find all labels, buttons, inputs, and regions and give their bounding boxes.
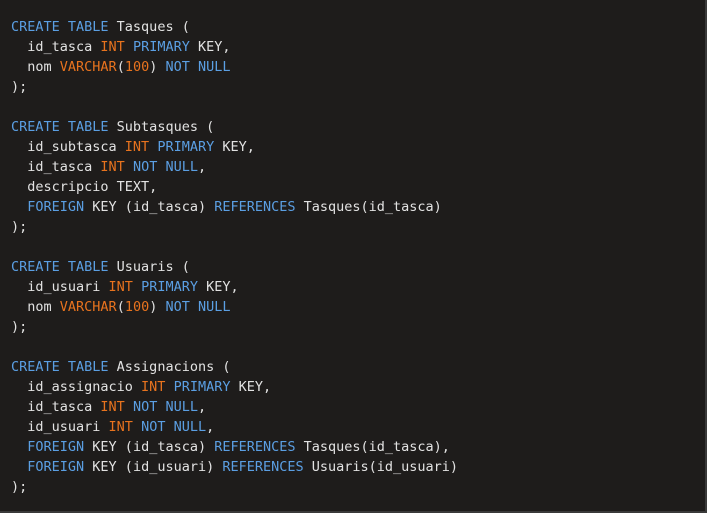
sql-type: VARCHAR (59, 299, 117, 315)
code-line: id_tasca INT NOT NULL, (11, 157, 705, 177)
sql-keyword: CREATE TABLE (11, 119, 109, 135)
code-text: id_assignacio (11, 379, 142, 395)
code-line: ); (11, 217, 705, 237)
code-text (11, 459, 27, 475)
code-text: id_tasca (11, 39, 101, 55)
code-text: KEY, (230, 379, 272, 395)
code-line: id_tasca INT PRIMARY KEY, (11, 37, 705, 57)
sql-type: INT (141, 379, 166, 395)
sql-keyword: CREATE TABLE (11, 259, 109, 275)
sql-type: INT (108, 279, 133, 295)
sql-type: INT (100, 159, 125, 175)
sql-type: INT (100, 39, 125, 55)
code-text: descripcio TEXT, (11, 179, 158, 195)
sql-keyword: NOT NULL (165, 59, 231, 75)
code-line: id_usuari INT PRIMARY KEY, (11, 277, 705, 297)
sql-keyword: CREATE TABLE (11, 359, 109, 375)
sql-keyword: PRIMARY (157, 139, 215, 155)
code-text: KEY (id_tasca) (84, 199, 215, 215)
code-text: id_usuari (11, 279, 109, 295)
sql-keyword: NOT NULL (132, 159, 198, 175)
code-text: Tasques ( (108, 19, 190, 35)
sql-keyword: PRIMARY (132, 39, 190, 55)
code-text (165, 379, 173, 395)
code-line: nom VARCHAR(100) NOT NULL (11, 297, 705, 317)
code-text: ); (11, 219, 28, 235)
code-line: CREATE TABLE Subtasques ( (11, 117, 705, 137)
code-text: KEY, (189, 39, 231, 55)
code-text: ); (11, 79, 28, 95)
sql-keyword: FOREIGN (27, 199, 85, 215)
sql-keyword: FOREIGN (27, 459, 85, 475)
code-line (11, 337, 705, 357)
code-text: KEY (id_usuari) (84, 459, 223, 475)
code-text: id_subtasca (11, 139, 125, 155)
code-text: Usuaris(id_usuari) (303, 459, 459, 475)
code-text (133, 419, 141, 435)
code-line: ); (11, 317, 705, 337)
code-line: CREATE TABLE Usuaris ( (11, 257, 705, 277)
code-line: id_subtasca INT PRIMARY KEY, (11, 137, 705, 157)
code-text: Tasques(id_tasca), (295, 439, 450, 455)
code-line: CREATE TABLE Tasques ( (11, 17, 705, 37)
code-line: ); (11, 477, 705, 497)
code-text: Subtasques ( (108, 119, 215, 135)
code-text: Usuaris ( (108, 259, 190, 275)
sql-type: 100 (124, 59, 150, 75)
code-text: Assignacions ( (108, 359, 231, 375)
code-text: , (197, 399, 207, 415)
code-text: , (197, 159, 207, 175)
code-line (11, 97, 705, 117)
code-text: id_usuari (11, 419, 109, 435)
sql-type: VARCHAR (59, 59, 117, 75)
code-text: KEY, (197, 279, 239, 295)
sql-keyword: NOT NULL (165, 299, 231, 315)
sql-keyword: CREATE TABLE (11, 19, 109, 35)
code-text: nom (11, 299, 60, 315)
code-line: FOREIGN KEY (id_tasca) REFERENCES Tasque… (11, 437, 705, 457)
code-line: id_tasca INT NOT NULL, (11, 397, 705, 417)
code-text: ( (116, 299, 125, 315)
sql-keyword: NOT NULL (132, 399, 198, 415)
code-line: nom VARCHAR(100) NOT NULL (11, 57, 705, 77)
code-text: ) (149, 59, 166, 75)
code-line: CREATE TABLE Assignacions ( (11, 357, 705, 377)
code-text: ); (11, 319, 28, 335)
sql-keyword: REFERENCES (214, 439, 296, 455)
code-text: ( (116, 59, 125, 75)
sql-keyword: PRIMARY (173, 379, 231, 395)
sql-type: INT (108, 419, 133, 435)
code-line: id_usuari INT NOT NULL, (11, 417, 705, 437)
code-line: FOREIGN KEY (id_usuari) REFERENCES Usuar… (11, 457, 705, 477)
code-text (125, 159, 133, 175)
code-text: ) (149, 299, 166, 315)
code-text: KEY (id_tasca) (84, 439, 215, 455)
code-line: FOREIGN KEY (id_tasca) REFERENCES Tasque… (11, 197, 705, 217)
code-text (133, 279, 141, 295)
sql-keyword: REFERENCES (222, 459, 304, 475)
code-text: KEY, (214, 139, 255, 155)
sql-keyword: REFERENCES (214, 199, 296, 215)
code-line: ); (11, 77, 705, 97)
code-line: id_assignacio INT PRIMARY KEY, (11, 377, 705, 397)
code-text (125, 39, 133, 55)
code-text: id_tasca (11, 399, 101, 415)
code-line (11, 237, 705, 257)
sql-keyword: PRIMARY (141, 279, 198, 295)
code-line: descripcio TEXT, (11, 177, 705, 197)
code-text: nom (11, 59, 60, 75)
code-text: ); (11, 479, 28, 495)
code-text: id_tasca (11, 159, 101, 175)
code-text (11, 199, 27, 215)
sql-type: 100 (124, 299, 150, 315)
code-text (125, 399, 133, 415)
code-text: , (206, 419, 215, 435)
code-text: Tasques(id_tasca) (295, 199, 442, 215)
sql-type: INT (124, 139, 150, 155)
code-text (11, 439, 27, 455)
sql-type: INT (100, 399, 125, 415)
sql-keyword: FOREIGN (27, 439, 85, 455)
sql-keyword: NOT NULL (141, 419, 207, 435)
